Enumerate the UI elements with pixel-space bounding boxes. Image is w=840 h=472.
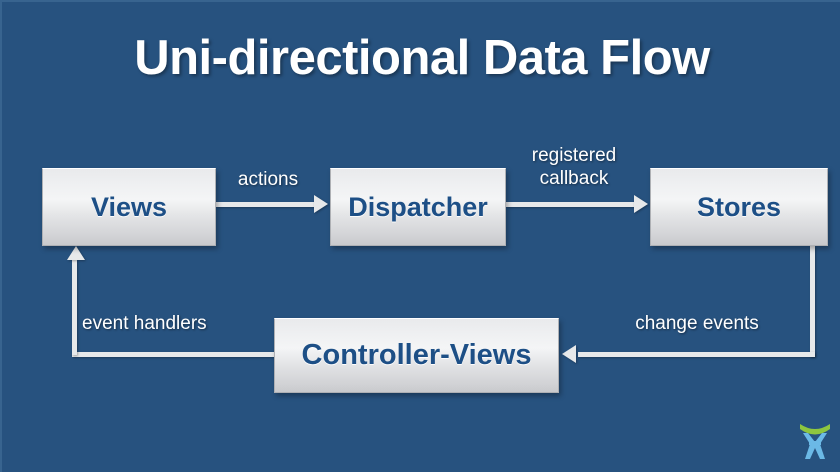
node-stores-label: Stores <box>696 191 782 222</box>
node-controller-views-label: Controller-Views <box>301 339 532 371</box>
person-arc-logo <box>800 424 830 459</box>
arrowhead-right-stores <box>634 195 648 213</box>
connector-stores-to-controller-vertical <box>810 246 815 357</box>
connector-views-to-dispatcher-line <box>216 202 316 207</box>
connector-stores-to-controller-horizontal <box>578 352 815 357</box>
node-stores[interactable]: Stores <box>650 168 828 246</box>
edge-label-change-events: change events <box>635 313 759 334</box>
connector-controller-to-views-vertical <box>72 260 77 355</box>
node-controller-views[interactable]: Controller-Views <box>274 318 559 393</box>
edge-label-registered-callback: registered callback <box>531 145 617 189</box>
connector-dispatcher-to-stores-line <box>506 202 636 207</box>
node-views-label: Views <box>90 191 168 222</box>
edge-label-event-handlers: event handlers <box>82 313 207 334</box>
node-dispatcher-label: Dispatcher <box>348 191 488 222</box>
node-dispatcher[interactable]: Dispatcher <box>330 168 506 246</box>
arrowhead-left-controller <box>562 345 576 363</box>
page-title: Uni-directional Data Flow <box>134 31 710 85</box>
node-views[interactable]: Views <box>42 168 216 246</box>
arrowhead-right-dispatcher <box>314 195 328 213</box>
edge-label-actions: actions <box>237 169 299 190</box>
arrowhead-up-views <box>67 246 85 260</box>
connector-controller-to-views-horizontal <box>72 352 276 357</box>
